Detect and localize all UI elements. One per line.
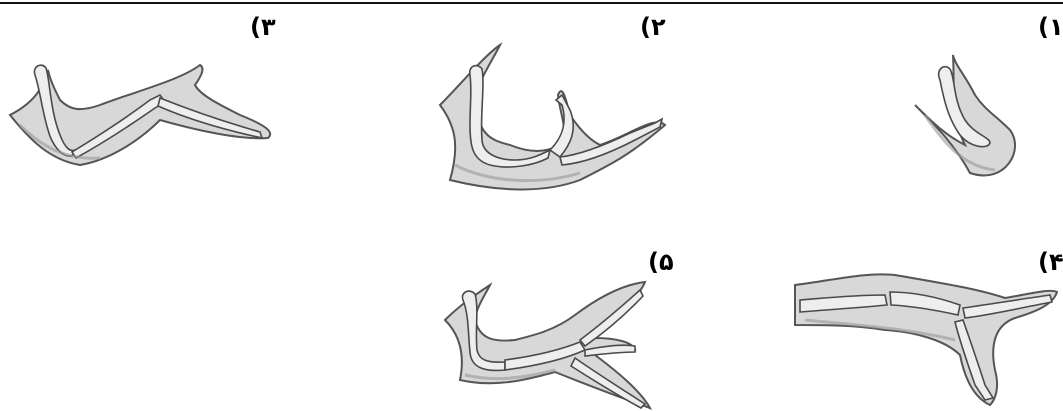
limb-5-illustration <box>435 280 660 410</box>
top-border <box>0 2 1063 4</box>
label-1: (۱ <box>1038 15 1063 39</box>
limb-3-illustration <box>10 60 275 170</box>
limb-1-illustration <box>895 55 1025 185</box>
limb-2-illustration <box>430 45 670 195</box>
label-3: (۳ <box>250 15 276 39</box>
limb-4-illustration <box>795 270 1060 410</box>
label-2: (۲ <box>640 15 666 39</box>
label-5: (۵ <box>648 250 674 274</box>
